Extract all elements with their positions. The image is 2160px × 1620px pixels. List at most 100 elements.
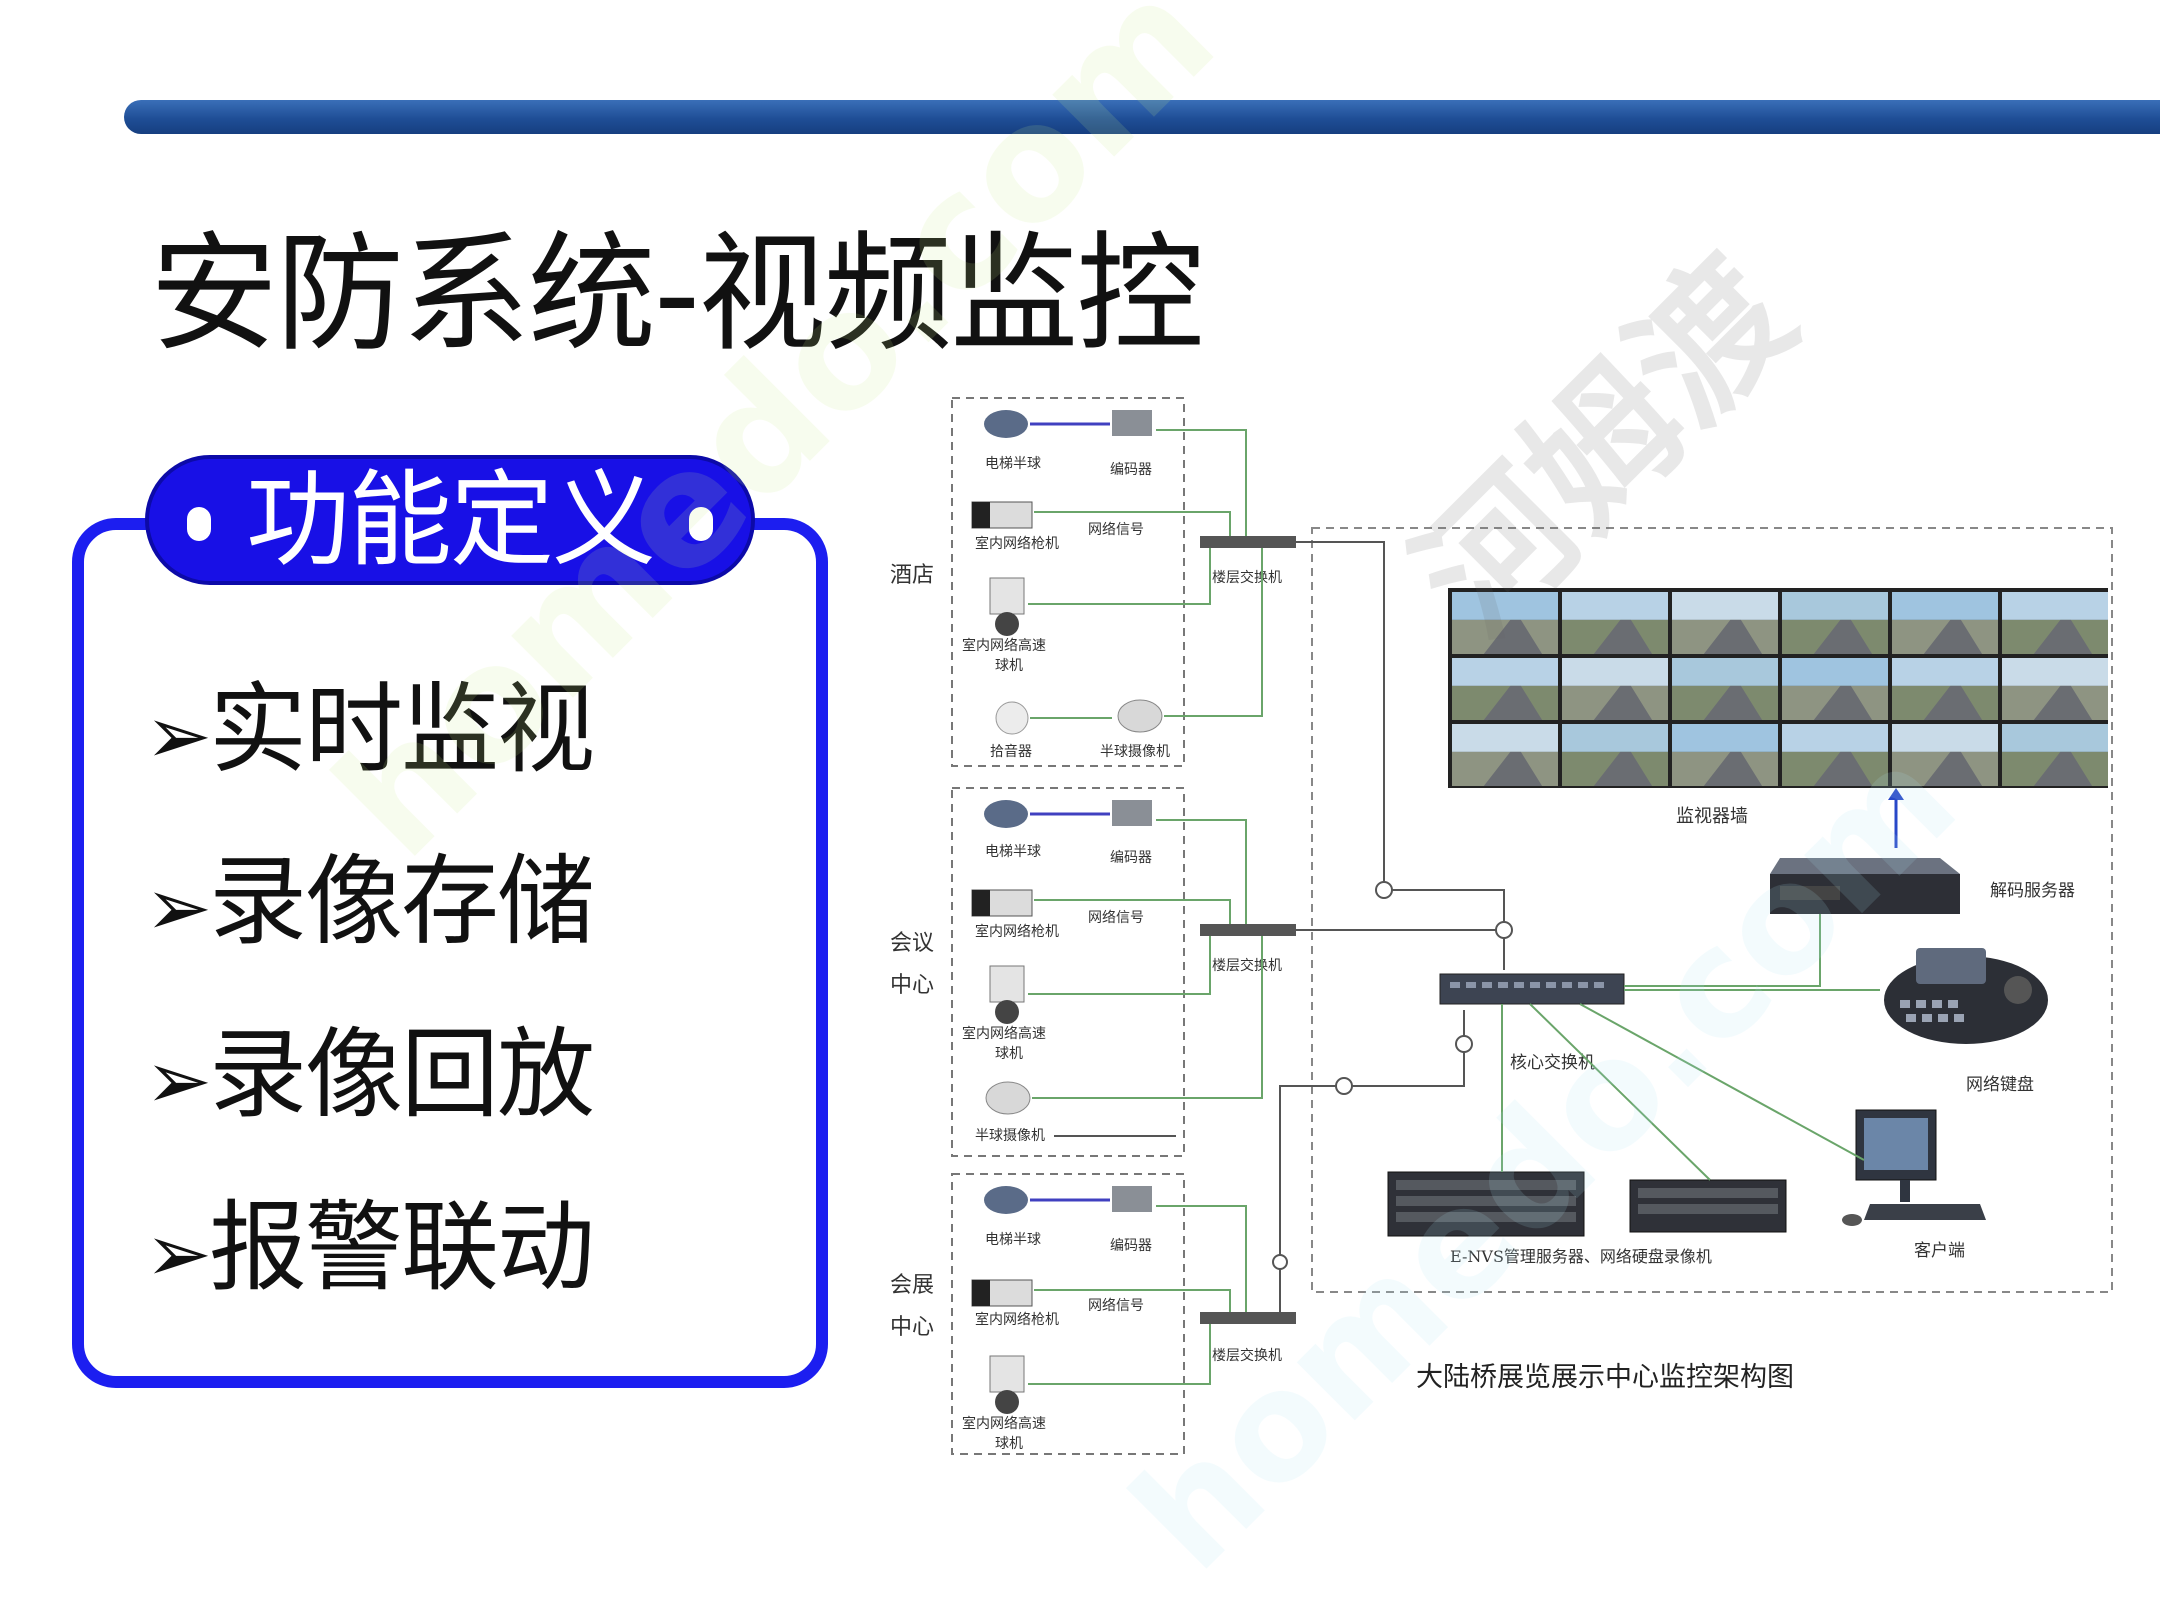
svg-text:室内网络枪机: 室内网络枪机: [975, 535, 1059, 552]
speed-dome-icon: [989, 577, 1025, 615]
monitor-screen: [1782, 724, 1888, 752]
svg-text:室内网络高速: 室内网络高速: [962, 637, 1046, 654]
control-center-box: [1311, 527, 2113, 1293]
encoder-icon: [1112, 800, 1152, 826]
title-bar-decoration: [124, 100, 2160, 134]
function-item-playback: ➢录像回放: [145, 1018, 595, 1132]
function-definition-title: 功能定义: [245, 459, 656, 581]
monitor-screen-road: [2033, 685, 2093, 720]
speed-dome-icon: [989, 965, 1025, 1003]
monitor-screen: [1562, 658, 1668, 686]
monitor-screen-road: [1483, 685, 1543, 720]
svg-text:球机: 球机: [995, 1436, 1023, 1452]
arrow-bullet-icon: ➢: [145, 861, 212, 954]
speed-dome-icon: [989, 1355, 1025, 1393]
zone-label-exhibition-1: 会展: [890, 1273, 934, 1298]
function-item-alarm: ➢报警联动: [145, 1191, 595, 1305]
monitor-screen: [1452, 724, 1558, 752]
monitor-screen-road: [1703, 685, 1763, 720]
core-switch-label: 核心交换机: [1510, 1053, 1595, 1073]
zone-label-exhibition-2: 中心: [890, 1315, 934, 1340]
zone-box-hotel: [951, 397, 1185, 767]
dome-camera-icon: [984, 800, 1028, 828]
monitor-screen-road: [1483, 751, 1543, 786]
svg-text:电梯半球: 电梯半球: [985, 1232, 1041, 1248]
floor-switch-icon: [1200, 924, 1296, 936]
monitor-wall-label: 监视器墙: [1676, 806, 1748, 827]
zone-box-exhibition: [951, 1173, 1185, 1455]
svg-text:室内网络高速: 室内网络高速: [962, 1415, 1046, 1432]
svg-text:网络信号: 网络信号: [1088, 1298, 1144, 1314]
encoder-icon: [1112, 1186, 1152, 1212]
monitor-screen: [1452, 592, 1558, 620]
svg-text:楼层交换机: 楼层交换机: [1212, 957, 1282, 974]
svg-text:半球摄像机: 半球摄像机: [975, 1128, 1045, 1144]
zone-label-conference-2: 中心: [890, 973, 934, 998]
zone-label-conference-1: 会议: [890, 931, 934, 956]
dome-camera-icon: [984, 410, 1028, 438]
svg-text:楼层交换机: 楼层交换机: [1212, 1347, 1282, 1364]
monitor-screen: [2002, 658, 2108, 686]
pickup-icon: [995, 701, 1029, 735]
floor-switch-icon: [1200, 1312, 1296, 1324]
monitor-screen: [1782, 592, 1888, 620]
svg-text:网络信号: 网络信号: [1088, 522, 1144, 538]
svg-text:电梯半球: 电梯半球: [985, 844, 1041, 860]
monitor-screen: [1892, 592, 1998, 620]
zone-exhibition-devices: 电梯半球 编码器 室内网络枪机 网络信号 室内网络高速 球机 楼层交换机: [962, 1186, 1296, 1452]
monitor-screen-road: [1703, 619, 1763, 654]
monitor-screen-road: [1813, 619, 1873, 654]
svg-text:半球摄像机: 半球摄像机: [1100, 744, 1170, 760]
dome-camera-icon: [984, 1186, 1028, 1214]
arrow-bullet-icon: ➢: [145, 689, 212, 782]
zone-conference-devices: 电梯半球 编码器 室内网络枪机 网络信号 室内网络高速 球机 半球摄像机 楼层交…: [962, 800, 1296, 1144]
half-dome-camera-icon: [1117, 699, 1163, 733]
monitor-screen: [1452, 658, 1558, 686]
monitor-screen-road: [1593, 751, 1653, 786]
monitor-screen-road: [1703, 751, 1763, 786]
monitor-screen-road: [1923, 685, 1983, 720]
page-title: 安防系统-视频监控: [150, 220, 1204, 369]
monitor-screen: [1782, 658, 1888, 686]
svg-text:编码器: 编码器: [1110, 462, 1152, 478]
monitor-screen-road: [2033, 619, 2093, 654]
monitor-screen: [1672, 658, 1778, 686]
svg-text:室内网络高速: 室内网络高速: [962, 1025, 1046, 1042]
svg-text:楼层交换机: 楼层交换机: [1212, 569, 1282, 586]
svg-text:网络信号: 网络信号: [1088, 910, 1144, 926]
monitor-screen: [1892, 724, 1998, 752]
monitor-wall: [1448, 588, 2108, 788]
core-switch-icon: [1439, 973, 1625, 1005]
monitor-screen: [1562, 592, 1668, 620]
zone-hotel-devices: 电梯半球 编码器 室内网络枪机 网络信号 室内网络高速 球机 拾音器 半球摄像机…: [962, 410, 1296, 760]
floor-switch-icon: [1200, 536, 1296, 548]
encoder-icon: [1112, 410, 1152, 436]
arrow-bullet-icon: ➢: [145, 1207, 212, 1300]
monitor-screen-road: [1923, 619, 1983, 654]
header-left-dot: [187, 507, 211, 541]
svg-text:室内网络枪机: 室内网络枪机: [975, 923, 1059, 940]
monitor-screens: [1452, 592, 2108, 786]
monitor-screen-road: [2033, 751, 2093, 786]
monitor-screen-road: [1593, 685, 1653, 720]
monitor-screen: [2002, 724, 2108, 752]
monitor-screen-road: [1593, 619, 1653, 654]
function-item-storage: ➢录像存储: [145, 845, 595, 959]
svg-text:球机: 球机: [995, 658, 1023, 674]
header-right-dot: [689, 507, 713, 541]
function-item-realtime: ➢实时监视: [145, 673, 595, 787]
zone-box-conference: [951, 787, 1185, 1157]
network-keyboard-label: 网络键盘: [1966, 1075, 2034, 1095]
svg-text:室内网络枪机: 室内网络枪机: [975, 1311, 1059, 1328]
decoder-server-icon: [1770, 858, 1960, 874]
function-definition-header: 功能定义: [145, 455, 755, 585]
monitor-screen: [1562, 724, 1668, 752]
svg-text:电梯半球: 电梯半球: [985, 456, 1041, 472]
monitor-screen-road: [1923, 751, 1983, 786]
half-dome-camera-icon: [985, 1081, 1031, 1115]
svg-text:编码器: 编码器: [1110, 850, 1152, 866]
monitor-screen-road: [1483, 619, 1543, 654]
svg-text:拾音器: 拾音器: [990, 743, 1032, 760]
zone-label-hotel: 酒店: [890, 563, 934, 588]
